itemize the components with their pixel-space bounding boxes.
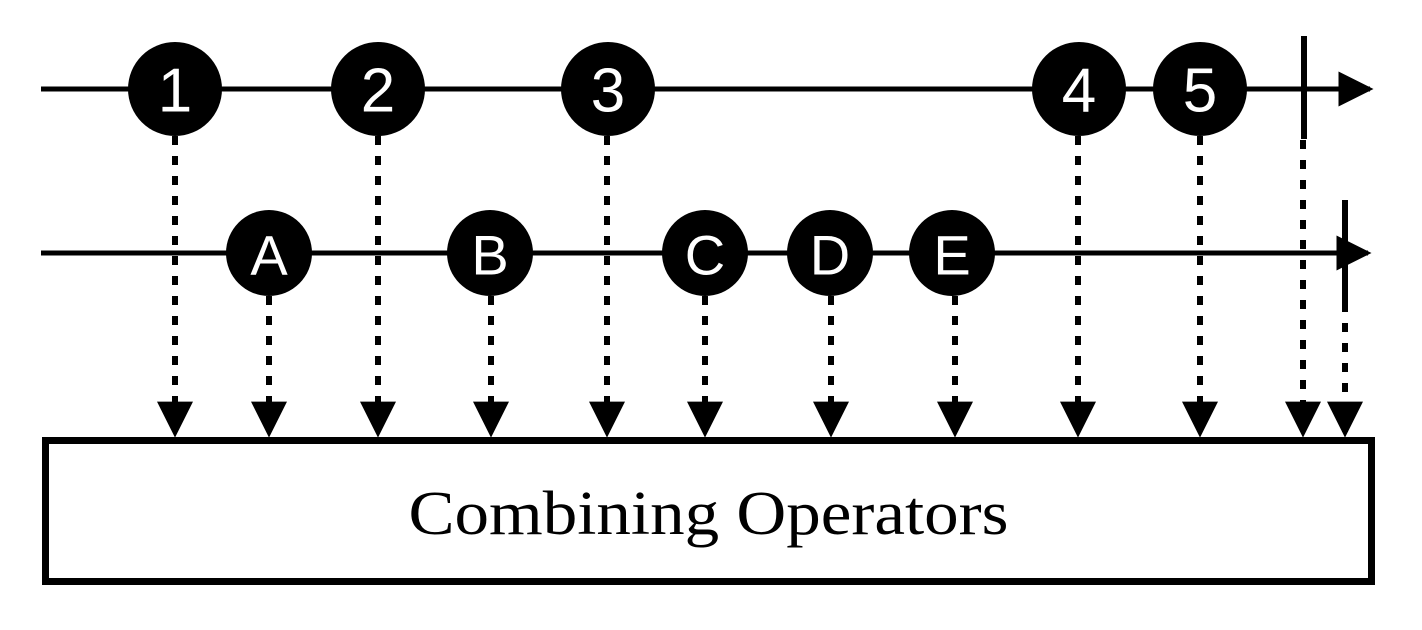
marble-circle [909,210,995,296]
operator-box-label: Combining Operators [409,480,1009,548]
marble-label: A [250,224,288,287]
marble-label: 4 [1062,57,1096,126]
marble-label: D [810,224,850,287]
marble-3[interactable]: 3 [561,42,655,136]
marble-circle [1032,42,1126,136]
stream-bottom-timeline: A B C D E [41,200,1372,303]
operator-box-group: Combining Operators [42,437,1375,585]
marble-circle [662,210,748,296]
marble-label: E [933,224,970,287]
marble-b[interactable]: B [447,210,533,296]
marble-circle [128,42,222,136]
marble-4[interactable]: 4 [1032,42,1126,136]
marble-1[interactable]: 1 [128,42,222,136]
marble-e[interactable]: E [909,210,995,296]
marble-circle [331,42,425,136]
marble-circle [561,42,655,136]
marble-circle [787,210,873,296]
stream-top-timeline: 1 2 3 4 5 [41,36,1374,139]
marble-label: B [471,224,508,287]
marble-label: C [685,224,725,287]
marble-d[interactable]: D [787,210,873,296]
marble-label: 3 [591,57,625,126]
marble-a[interactable]: A [226,210,312,296]
marble-circle [226,210,312,296]
marble-circle [1153,42,1247,136]
drop-lines-group [157,136,1363,438]
marble-label: 5 [1183,57,1217,126]
marble-2[interactable]: 2 [331,42,425,136]
marble-c[interactable]: C [662,210,748,296]
marble-label: 2 [361,57,395,126]
operator-box[interactable] [42,437,1375,585]
streams-group: 1 2 3 4 5A B C D E [41,36,1374,303]
marble-circle [447,210,533,296]
marble-label: 1 [158,57,192,126]
marble-5[interactable]: 5 [1153,42,1247,136]
